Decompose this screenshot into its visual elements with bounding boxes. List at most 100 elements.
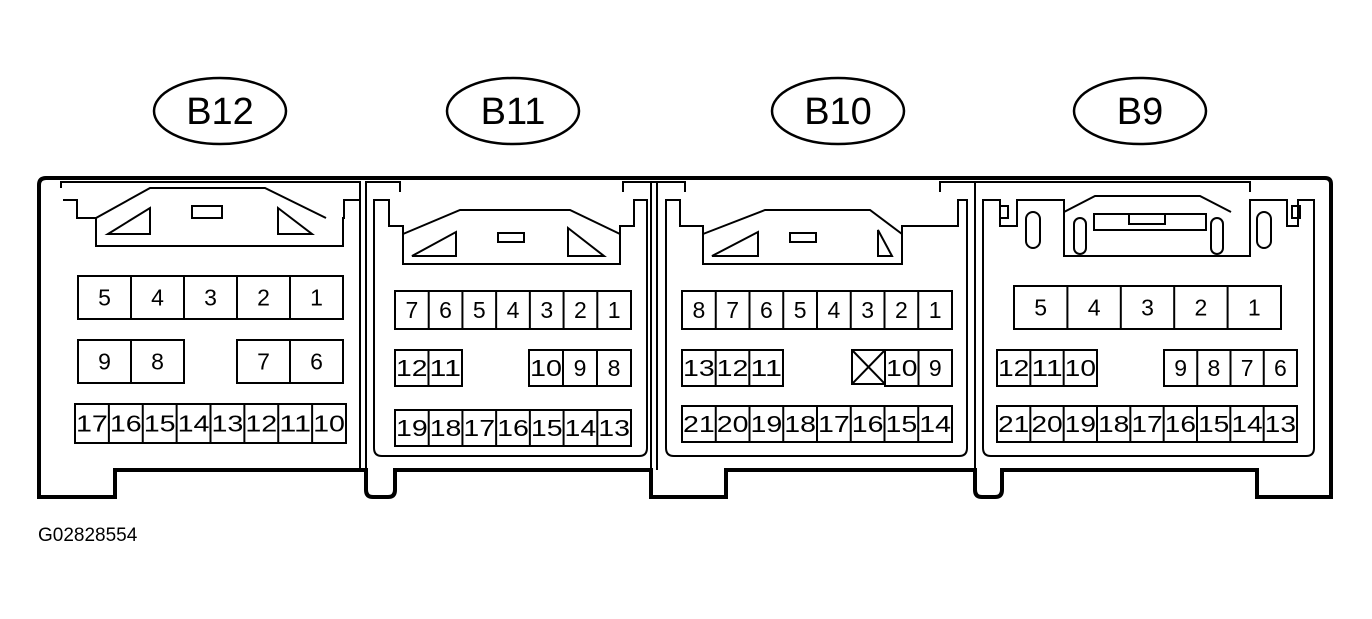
- pin-number-b10-15: 15: [886, 411, 918, 437]
- label-b11-text: B11: [481, 91, 546, 133]
- cavity-b12: [63, 187, 359, 247]
- pin-number-b9-13: 13: [1265, 411, 1296, 437]
- pin-number-b11-6: 6: [439, 297, 452, 323]
- pin-number-b10-12: 12: [717, 355, 749, 381]
- cavity-b11: [373, 199, 648, 457]
- pin-number-b11-4: 4: [507, 297, 520, 323]
- pin-group-frame: [394, 290, 632, 330]
- pin-number-b12-11: 11: [279, 411, 311, 437]
- pin-number-b12-4: 4: [151, 285, 164, 311]
- figure-id: G02828554: [38, 525, 138, 546]
- pin-number-b12-2: 2: [257, 285, 270, 311]
- label-b10: B10: [770, 76, 906, 146]
- pin-number-b10-8: 8: [692, 297, 705, 323]
- pin-group-frame: [681, 349, 784, 387]
- pin-number-b9-15: 15: [1198, 411, 1229, 437]
- pin-number-b9-17: 17: [1131, 411, 1162, 437]
- pin-number-b11-5: 5: [473, 297, 486, 323]
- pin-number-b12-15: 15: [144, 411, 176, 437]
- pin-number-b11-17: 17: [463, 415, 495, 441]
- label-b12: B12: [152, 76, 288, 146]
- pin-number-b10-7: 7: [726, 297, 739, 323]
- pin-number-b11-1: 1: [608, 297, 621, 323]
- unused-cavity-marker: [851, 349, 886, 385]
- pin-number-b9-5: 5: [1034, 295, 1047, 321]
- pin-group-frame: [996, 349, 1098, 387]
- pin-number-b11-10: 10: [530, 355, 562, 381]
- pin-number-b11-16: 16: [497, 415, 529, 441]
- pin-number-b11-15: 15: [531, 415, 563, 441]
- pin-number-b11-12: 12: [396, 355, 428, 381]
- pin-number-b12-13: 13: [212, 411, 244, 437]
- pin-group-b12-row1: 5 4 3 2 1: [77, 275, 344, 320]
- pin-number-b10-14: 14: [919, 411, 951, 437]
- pin-number-b10-21: 21: [683, 411, 715, 437]
- pin-number-b9-1: 1: [1248, 295, 1261, 321]
- pin-number-b11-18: 18: [430, 415, 462, 441]
- pin-number-b11-3: 3: [540, 297, 553, 323]
- pin-number-b12-10: 10: [313, 411, 345, 437]
- pin-number-b10-1: 1: [929, 297, 942, 323]
- label-b10-text: B10: [804, 91, 872, 133]
- pin-number-b11-19: 19: [396, 415, 428, 441]
- pin-group-frame: [77, 275, 344, 320]
- label-b9: B9: [1072, 76, 1208, 146]
- pin-number-b9-6: 6: [1274, 355, 1287, 381]
- pin-number-b9-3: 3: [1141, 295, 1154, 321]
- pin-number-b10-4: 4: [827, 297, 840, 323]
- pin-number-b11-7: 7: [405, 297, 418, 323]
- pin-number-b10-17: 17: [818, 411, 850, 437]
- label-b11: B11: [445, 76, 581, 146]
- pin-number-b10-16: 16: [852, 411, 884, 437]
- cavity-b9: [982, 195, 1315, 457]
- ecu-housing-outline: [37, 176, 1333, 499]
- pin-number-b12-12: 12: [245, 411, 277, 437]
- pin-number-b9-4: 4: [1088, 295, 1101, 321]
- pin-number-b12-8: 8: [151, 349, 164, 375]
- pin-number-b12-3: 3: [204, 285, 217, 311]
- pin-number-b9-18: 18: [1098, 411, 1129, 437]
- cavity-b10: [665, 199, 968, 457]
- pin-group-b9-row1: 5 4 3 2 1: [1013, 285, 1282, 330]
- pin-number-b10-6: 6: [760, 297, 773, 323]
- pin-number-b12-6: 6: [310, 349, 323, 375]
- pin-group-frame: [394, 409, 632, 447]
- pin-number-b12-9: 9: [98, 349, 111, 375]
- pin-group-frame: [1013, 285, 1282, 330]
- pin-group-b10-row2: 10 9: [884, 349, 953, 387]
- pin-number-b9-10: 10: [1065, 355, 1096, 381]
- pin-number-b9-21: 21: [998, 411, 1029, 437]
- pin-number-b12-7: 7: [257, 349, 270, 375]
- label-b12-text: B12: [186, 91, 254, 133]
- pin-number-b12-1: 1: [310, 285, 323, 311]
- pin-number-b9-12: 12: [998, 355, 1029, 381]
- pin-number-b10-9: 9: [929, 355, 942, 381]
- pin-number-b10-2: 2: [895, 297, 908, 323]
- pin-number-b12-14: 14: [178, 411, 210, 437]
- pin-number-b12-16: 16: [110, 411, 142, 437]
- pin-number-b10-10: 10: [886, 355, 918, 381]
- pin-number-b12-5: 5: [98, 285, 111, 311]
- pin-group-frame: [528, 349, 632, 387]
- pin-number-b9-2: 2: [1195, 295, 1208, 321]
- pin-number-b12-17: 17: [76, 411, 108, 437]
- label-b9-text: B9: [1117, 91, 1163, 133]
- pin-number-b9-9: 9: [1174, 355, 1187, 381]
- pin-number-b9-14: 14: [1231, 411, 1263, 437]
- pin-number-b10-5: 5: [794, 297, 807, 323]
- pin-number-b10-13: 13: [683, 355, 715, 381]
- pin-number-b9-20: 20: [1031, 411, 1062, 437]
- pin-number-b11-8: 8: [608, 355, 621, 381]
